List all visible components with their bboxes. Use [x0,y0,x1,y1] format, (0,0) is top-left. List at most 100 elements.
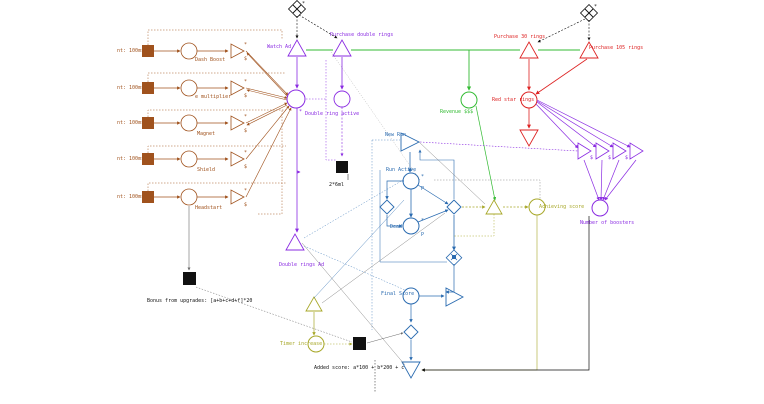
blue-trigger-node [445,249,463,267]
blue-run-section: New Run Run Active * P Dead * P Final Sc… [371,132,486,379]
dollar-marker: $ [625,155,628,161]
red-drain-triangle [519,129,539,147]
booster-drain-triangle [230,80,245,96]
star-marker: * [244,188,247,194]
booster-pool [180,188,198,206]
booster-rate-label: nt: 100ms [117,48,144,54]
booster-rate-label: nt: 100ms [117,120,144,126]
cross-links [301,51,541,366]
blue-gate-right [446,199,462,215]
booster-rate-source [142,117,154,129]
olive-section: Achieving score Timer increase [280,198,584,372]
booster-group: nt: 100ms Dash Boost * $ nt: 100ms e mul… [117,29,292,215]
fan-triangle [577,142,592,160]
added-score-label: Added score: a*100 + b*200 + c [314,365,404,371]
number-of-boosters-label: Number of boosters [580,220,634,226]
booster-pool [180,150,198,168]
star-marker: * [244,150,247,156]
dead-label: Dead [390,224,402,230]
star-marker: * [421,218,424,224]
booster-rate-source [142,153,154,165]
dollar-marker: $ [590,155,593,161]
booster-rate-source [142,82,154,94]
added-score-source [353,337,366,350]
blue-gate-left [379,199,395,215]
trigger-top-left: * [287,0,307,19]
dollar-marker: $ [244,56,247,62]
achieved-score-label: Achieving score [539,204,584,210]
star-marker: * [244,114,247,120]
purchase-double-gate [332,39,352,57]
added-score-drain [401,361,421,379]
star-marker: * [594,4,597,10]
double-ring-active-pool [333,90,351,108]
booster-name: Dash Boost [195,57,225,63]
fan-triangle [629,142,644,160]
double-ring-active-label: Double ring active [305,111,359,117]
booster-drain-triangle [230,43,245,59]
p-marker: P [421,232,424,238]
booster-drain-triangle [230,189,245,205]
purple-section: * Watch Ad Purchase double rings * Doubl… [267,0,393,268]
star-marker: * [302,1,305,7]
double-rings-ad-label: Double rings Ad [279,262,324,268]
ring-count-source [336,161,348,173]
dollar-marker: $ [244,164,247,170]
booster-name: Magnet [197,131,215,137]
booster-name: e multiplier [195,94,231,100]
new-run-label: New Run [385,132,406,138]
star-marker: * [299,109,302,115]
run-active-pool [402,172,420,190]
bonus-section: Bonus from upgrades: [a+b+c+d+f]*20 Adde… [147,174,590,392]
final-score-label: Final Score [381,291,414,297]
timer-increase-label: Timer increase [280,341,322,347]
booster-name: Headstart [195,205,222,211]
purchase-105-label: Purchase 105 rings [589,45,643,51]
star-marker: * [244,42,247,48]
booster-row-shield: nt: 100ms Shield * $ [117,150,247,173]
final-score-drain [445,287,464,307]
purchase-30-label: Purchase 30 rings [494,34,545,40]
dollar-marker: $ [244,128,247,134]
dollar-marker: $ [608,155,611,161]
dollar-marker: $ [244,93,247,99]
fan-triangle [595,142,610,160]
double-rings-ad-gate [285,233,305,251]
fan-triangle [612,142,627,160]
timer-increase-gate [305,296,323,312]
dollar-marker: $ [244,202,247,208]
blue-gate-lower [403,324,419,340]
revenue-label: Revenue $$$ [440,109,473,115]
achieved-score-gate [485,199,503,215]
revenue-pool [460,91,478,109]
booster-rate-source [142,45,154,57]
red-section: * Purchase 30 rings Purchase 105 rings R… [492,3,643,147]
purchase-30-gate [519,41,539,59]
purchase-105-gate [579,41,599,59]
booster-rate-source [142,191,154,203]
number-of-boosters-pool [591,199,609,217]
main-rings-pool [286,89,306,109]
booster-rate-label: nt: 100ms [117,194,144,200]
run-active-label: Run Active [386,167,416,173]
booster-drain-triangle [230,151,245,167]
booster-drain-triangle [230,115,245,131]
purple-booster-fan: $ $ $ Number of boosters [419,99,644,226]
p-marker: P [421,186,424,192]
dead-pool [402,217,420,235]
trigger-top-right: * [579,3,599,23]
booster-pool [180,114,198,132]
booster-row-dash: nt: 100ms Dash Boost * $ [117,42,247,63]
booster-row-multiplier: nt: 100ms e multiplier * $ [117,79,247,100]
purchase-double-label: Purchase double rings [330,32,393,38]
new-run-gate [400,132,421,152]
star-marker: * [421,174,424,180]
green-section: Revenue $$$ [306,49,580,201]
watch-ad-gate [287,39,307,57]
booster-rate-label: nt: 100ms [117,85,144,91]
booster-rate-label: nt: 100ms [117,156,144,162]
bonus-upgrades-label: Bonus from upgrades: [a+b+c+d+f]*20 [147,298,252,304]
ring-count-label: 2*6ml [329,182,344,188]
